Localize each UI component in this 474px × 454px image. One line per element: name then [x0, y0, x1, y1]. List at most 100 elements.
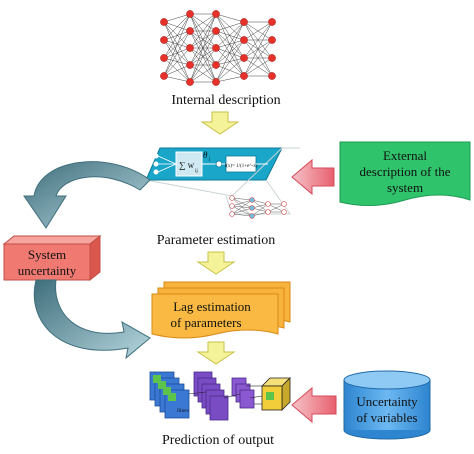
small-nn-edge	[251, 199, 269, 205]
nn-node	[240, 72, 248, 80]
nn-edge	[163, 21, 191, 49]
nn-edge	[215, 75, 245, 83]
nn-edge	[163, 21, 191, 66]
nn-edge	[163, 57, 191, 66]
filters-label: filters	[177, 409, 189, 414]
small-nn-node	[229, 211, 235, 217]
nn-edge	[215, 57, 245, 66]
small-nn-edge	[251, 203, 269, 217]
external-description-line3: system	[387, 180, 423, 195]
variables-input-arrow	[291, 386, 337, 424]
nn-edge	[215, 64, 245, 77]
parameter-estimation-graphic: ∑ w ij θ j f(x)= 1/(1+e^-x)	[145, 147, 300, 219]
nn-node	[160, 36, 168, 44]
nn-edge	[163, 75, 191, 83]
nn-edge	[163, 57, 191, 83]
nn-edge	[215, 39, 245, 83]
sum-text: ∑ w	[179, 160, 195, 170]
small-nn-node	[229, 203, 235, 209]
small-nn-node	[249, 213, 255, 219]
nn-edge	[215, 47, 245, 77]
nn-edge	[189, 13, 217, 66]
nn-edge	[215, 13, 245, 59]
neural-network-graphic	[160, 10, 276, 86]
small-network-graphic	[229, 195, 287, 219]
nn-edge	[215, 30, 245, 77]
nn-edge	[189, 13, 217, 49]
system-uncertainty-line1: System	[28, 247, 66, 262]
nn-edge	[163, 21, 191, 83]
nn-edge	[243, 21, 273, 41]
nn-node	[212, 27, 220, 35]
nn-edge	[189, 13, 217, 83]
nn-edge	[215, 13, 245, 77]
nn-edge	[163, 13, 191, 23]
nn-edge	[215, 21, 245, 83]
uncertainty-variables-line2: of variables	[356, 410, 417, 425]
nn-node	[212, 61, 220, 69]
nn-edge	[215, 47, 245, 59]
nn-edge	[243, 39, 273, 77]
small-nn-edge	[231, 199, 253, 215]
nn-edge	[163, 64, 191, 77]
nn-edge	[163, 30, 191, 41]
nn-edge	[243, 21, 273, 77]
nn-edge	[189, 13, 217, 32]
nn-edge	[163, 39, 191, 66]
small-nn-node	[265, 201, 271, 207]
down-arrow-3	[196, 341, 236, 365]
small-nn-edge	[231, 197, 253, 201]
curved-arrow-bottom	[33, 279, 151, 360]
nn-node	[240, 36, 248, 44]
sum-subscript: ij	[195, 169, 198, 174]
small-nn-node	[229, 195, 235, 201]
external-description-banner	[339, 141, 471, 207]
nn-edge	[243, 21, 273, 59]
nn-node	[268, 36, 276, 44]
nn-node	[268, 72, 276, 80]
nn-edge	[215, 39, 245, 49]
activation-function-text: f(x)= 1/(1+e^-x)	[225, 164, 258, 169]
nn-edge	[163, 39, 191, 83]
nn-edge	[215, 13, 245, 23]
small-nn-edge	[231, 207, 253, 215]
nn-edge	[163, 39, 191, 49]
nn-node	[212, 10, 220, 18]
lag-estimation-line1: Lag estimation	[173, 299, 251, 314]
nn-edge	[215, 21, 245, 49]
uncertainty-variables-cylinder	[343, 370, 431, 440]
nn-node	[160, 72, 168, 80]
theta-subscript: j	[208, 157, 210, 162]
nn-edge	[163, 30, 191, 77]
system-uncertainty-line2: uncertainty	[18, 263, 77, 278]
external-description-line1: External	[383, 148, 427, 163]
small-nn-edge	[267, 203, 285, 213]
nn-edge	[163, 13, 191, 41]
curved-arrow-top	[23, 161, 151, 229]
lag-estimation-sheets	[151, 281, 291, 339]
prediction-of-output-label: Prediction of output	[162, 433, 274, 448]
internal-description-label: Internal description	[171, 93, 280, 108]
external-description-line2: description of the	[360, 164, 451, 179]
nn-node	[268, 18, 276, 26]
nn-node	[186, 27, 194, 35]
nn-node	[212, 44, 220, 52]
nn-node	[268, 54, 276, 62]
nn-edge	[163, 13, 191, 77]
lag-estimation-line2: of parameters	[170, 315, 241, 330]
nn-node	[186, 44, 194, 52]
nn-edge	[215, 13, 245, 41]
nn-node	[240, 54, 248, 62]
parameter-estimation-label: Parameter estimation	[157, 233, 276, 248]
uncertainty-variables-line1: Uncertainty	[356, 394, 418, 409]
down-arrow-2	[196, 251, 236, 275]
nn-node	[186, 61, 194, 69]
nn-edge	[163, 13, 191, 59]
nn-edge	[243, 57, 273, 77]
small-nn-edge	[231, 199, 253, 207]
nn-edge	[215, 30, 245, 41]
nn-edge	[215, 21, 245, 66]
prediction-cnn-graphic: filters	[149, 371, 291, 421]
down-arrow-1	[200, 111, 240, 135]
nn-edge	[215, 57, 245, 83]
